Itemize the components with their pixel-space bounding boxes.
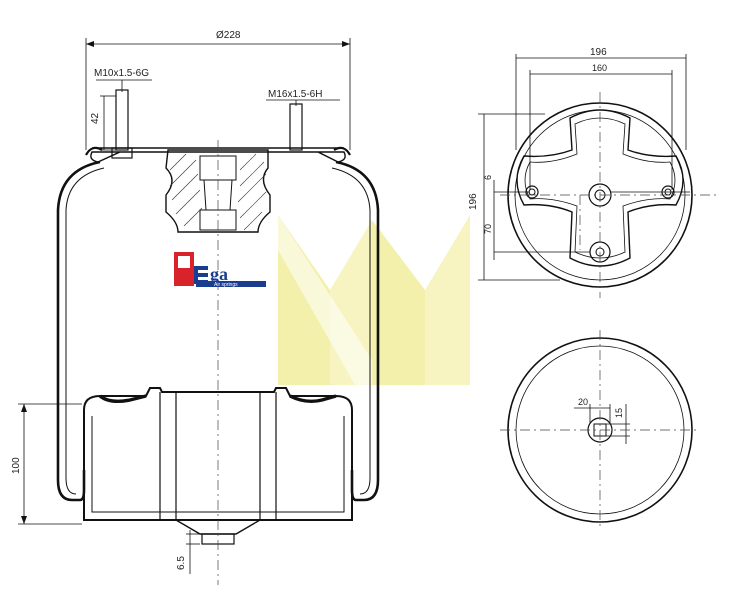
brand-tagline: Air springs xyxy=(214,282,238,288)
top-view-centerlines xyxy=(500,92,720,298)
thread-right-label: M16x1.5-6H xyxy=(268,89,322,100)
top-view-dimensions xyxy=(478,54,690,281)
bottom-offset-label: 6.5 xyxy=(176,556,187,570)
top-inner-span-label: 160 xyxy=(592,63,607,73)
small-offset-label: 6 xyxy=(483,175,493,180)
bottom-hole-height-label: 15 xyxy=(614,408,624,418)
stud-height-label: 42 xyxy=(90,112,101,124)
top-outer-span-label: 196 xyxy=(590,47,607,58)
watermark-logo xyxy=(278,215,470,385)
top-vertical-label: 196 xyxy=(468,193,479,210)
bottom-hole-width-label: 20 xyxy=(578,397,588,407)
svg-text:ga: ga xyxy=(210,264,228,284)
bottom-view-centerlines xyxy=(500,330,700,530)
section-hatching xyxy=(169,153,267,231)
thread-left-label: M10x1.5-6G xyxy=(94,68,149,79)
center-distance-label: 70 xyxy=(483,224,493,234)
brand-logo: ga Air springs xyxy=(174,252,266,288)
bottom-view-dimensions xyxy=(574,404,630,444)
overall-diameter-label: Ø228 xyxy=(216,30,241,41)
bottom-height-label: 100 xyxy=(11,457,22,474)
